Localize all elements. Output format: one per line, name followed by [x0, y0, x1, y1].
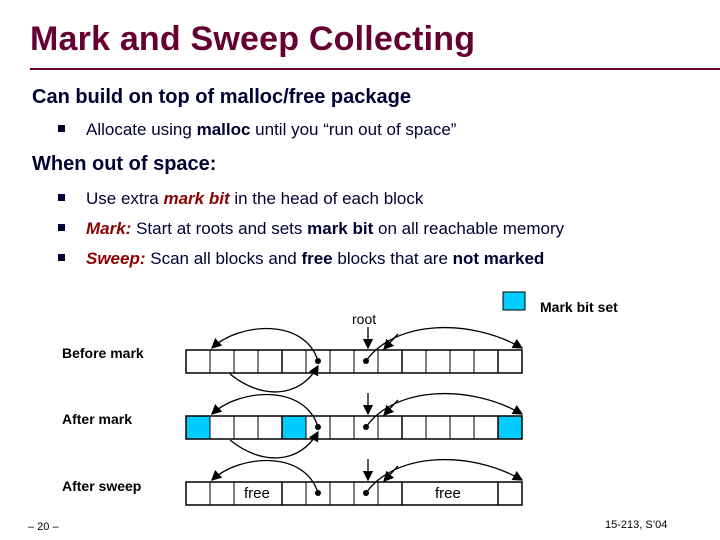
bullet-b-bold: mark bit: [307, 219, 374, 238]
heading-out-of-space: When out of space:: [32, 153, 217, 175]
free-label: free: [244, 485, 270, 502]
heap-row-after-mark: [185, 392, 524, 459]
root-label: root: [352, 311, 377, 327]
pointer-arrow: [229, 430, 319, 459]
row-label-after-sweep: After sweep: [62, 478, 142, 494]
pointer-arrow: [211, 393, 319, 428]
course-label: 15-213, S’04: [605, 519, 668, 531]
bullet-c-em: Sweep:: [86, 249, 146, 268]
pointer-arrow: [365, 326, 524, 362]
heap-row-before-mark: [185, 326, 524, 393]
bullet-a-post: in the head of each block: [229, 189, 424, 208]
title-rule: [30, 68, 720, 70]
bullet-allocate: Allocate using malloc until you “run out…: [58, 120, 456, 140]
pointer-arrow: [383, 465, 399, 482]
pointer-arrow: [383, 399, 399, 416]
bullet-square-icon: [58, 254, 65, 262]
bullet-text-pre: Allocate using: [86, 120, 197, 139]
mark-bit-cell: [498, 416, 522, 439]
bullet-c-mid: blocks that are: [332, 249, 453, 268]
bullet-b-pre: Start at roots and sets: [131, 219, 308, 238]
pointer-arrow: [229, 364, 319, 393]
pointer-arrow: [211, 327, 319, 362]
heap-row-after-sweep: [185, 458, 524, 506]
legend-label: Mark bit set: [540, 299, 618, 315]
bullet-c-pre: Scan all blocks and: [145, 249, 302, 268]
bullet-b-em: Mark:: [86, 219, 132, 238]
bullet-mark-bit: Use extra mark bit in the head of each b…: [58, 189, 423, 209]
legend-swatch: [502, 291, 526, 311]
bullet-mark-phase: Mark: Start at roots and sets mark bit o…: [58, 219, 564, 239]
row-label-before-mark: Before mark: [62, 345, 144, 361]
pointer-arrow: [211, 459, 319, 494]
heading-malloc-free: Can build on top of malloc/free package: [32, 86, 411, 108]
page-number: – 20 –: [28, 521, 59, 533]
bullet-a-em: mark bit: [163, 189, 230, 208]
bullet-c-bold1: free: [301, 249, 333, 268]
mark-bit-cell: [282, 416, 306, 439]
pointer-arrow: [365, 458, 524, 494]
bullet-square-icon: [58, 194, 65, 202]
bullet-text-post: until you “run out of space”: [250, 120, 457, 139]
bullet-c-bold2: not marked: [452, 249, 545, 268]
row-label-after-mark: After mark: [62, 411, 133, 427]
slide-title: Mark and Sweep Collecting: [30, 20, 476, 58]
bullet-b-post: on all reachable memory: [373, 219, 565, 238]
bullet-square-icon: [58, 224, 65, 232]
bullet-square-icon: [58, 125, 65, 133]
mark-bit-cell: [186, 416, 210, 439]
bullet-sweep-phase: Sweep: Scan all blocks and free blocks t…: [58, 249, 544, 269]
pointer-arrow: [365, 392, 524, 428]
bullet-a-pre: Use extra: [86, 189, 164, 208]
pointer-arrow: [383, 333, 399, 350]
bullet-text-bold: malloc: [196, 120, 251, 139]
free-label: free: [435, 485, 461, 502]
